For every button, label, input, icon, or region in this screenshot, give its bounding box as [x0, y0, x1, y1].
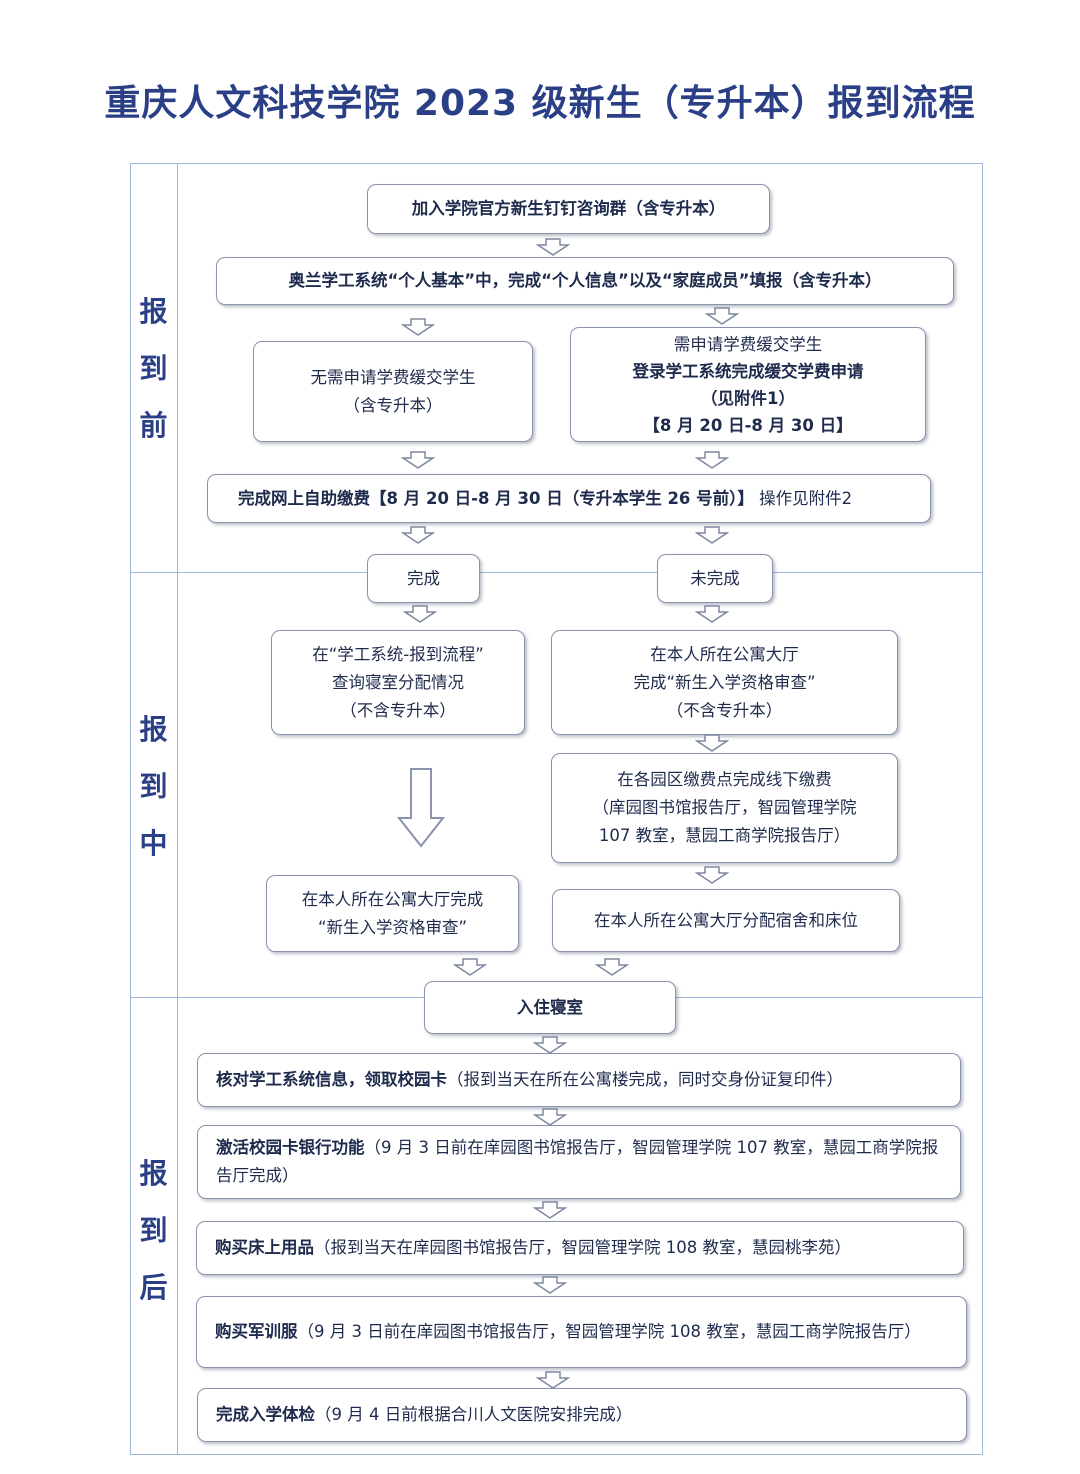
uniform-box: 购买军训服（9 月 3 日前在庠园图书馆报告厅，智园管理学院 108 教室，慧园…	[196, 1296, 967, 1368]
down-arrow-icon	[453, 958, 487, 976]
box-text: 在本人所在公寓大厅	[650, 644, 799, 664]
stage-char: 报	[139, 1157, 168, 1190]
stage-char: 到	[139, 352, 168, 385]
down-arrow-icon	[695, 451, 729, 469]
stage-label-before: 报 到 前	[130, 283, 177, 454]
stage-column-divider	[177, 163, 178, 1455]
box-text: 完成	[407, 568, 440, 588]
down-arrow-icon	[533, 1201, 567, 1219]
stage-char: 后	[139, 1271, 168, 1304]
fill-info-box: 奥兰学工系统“个人基本”中，完成“个人信息”以及“家庭成员”填报（含专升本）	[216, 257, 954, 305]
box-text: （9 月 4 日前根据合川人文医院安排完成）	[315, 1405, 633, 1424]
move-in-box: 入住寝室	[424, 981, 676, 1034]
box-text: 奥兰学工系统“个人基本”中，完成“个人信息”以及“家庭成员”填报（含专升本）	[288, 271, 882, 290]
flowchart-frame	[130, 163, 983, 1455]
box-text-bold: 完成网上自助缴费【8 月 20 日-8 月 30 日（专升本学生 26 号前）】	[238, 488, 754, 508]
box-text-bold: 购买军训服	[215, 1322, 298, 1341]
down-arrow-icon	[595, 958, 629, 976]
box-text: 需申请学费缓交学生	[673, 334, 823, 354]
box-text: 加入学院官方新生钉钉咨询群（含专升本）	[411, 199, 726, 218]
down-arrow-icon	[401, 451, 435, 469]
box-text: 查询寝室分配情况	[332, 672, 464, 692]
stage-char: 中	[139, 827, 168, 860]
box-text: 在本人所在公寓大厅完成	[301, 889, 484, 909]
box-text-bold: 完成入学体检	[216, 1405, 315, 1424]
stage-char: 报	[139, 295, 168, 328]
online-pay-box: 完成网上自助缴费【8 月 20 日-8 月 30 日（专升本学生 26 号前）】…	[207, 474, 931, 523]
box-text: 【8 月 20 日-8 月 30 日】	[643, 415, 853, 435]
down-arrow-icon	[695, 526, 729, 544]
join-group-box: 加入学院官方新生钉钉咨询群（含专升本）	[367, 184, 770, 234]
big-down-arrow-icon	[397, 768, 445, 848]
box-text: （见附件1）	[701, 388, 795, 408]
assign-bed-box: 在本人所在公寓大厅分配宿舍和床位	[552, 889, 900, 952]
box-text: “新生入学资格审查”	[317, 917, 468, 937]
box-text: 在“学工系统-报到流程”	[312, 644, 484, 664]
box-text: （报到当天在所在公寓楼完成，同时交身份证复印件）	[447, 1070, 843, 1089]
down-arrow-icon	[695, 866, 729, 884]
stage-char: 到	[139, 1214, 168, 1247]
down-arrow-icon	[403, 605, 437, 623]
box-text: 操作见附件2	[753, 488, 853, 508]
box-text: 入住寝室	[517, 997, 583, 1017]
box-text: 登录学工系统完成缓交学费申请	[632, 361, 864, 381]
down-arrow-icon	[533, 1276, 567, 1294]
down-arrow-icon	[401, 318, 435, 336]
down-arrow-icon	[533, 1108, 567, 1126]
box-text: 在各园区缴费点完成线下缴费	[617, 770, 832, 789]
campus-card-box: 核对学工系统信息，领取校园卡（报到当天在所在公寓楼完成，同时交身份证复印件）	[197, 1053, 961, 1107]
box-text: （报到当天在庠园图书馆报告厅，智园管理学院 108 教室，慧园桃李苑）	[314, 1238, 851, 1257]
box-text: 107 教室，慧园工商学院报告厅）	[598, 826, 851, 845]
box-text: （不含专升本）	[340, 700, 456, 720]
qualify-left-box: 在本人所在公寓大厅完成 “新生入学资格审查”	[266, 875, 519, 952]
qualify-right-box: 在本人所在公寓大厅 完成“新生入学资格审查” （不含专升本）	[551, 630, 898, 735]
not-done-box: 未完成	[657, 554, 773, 603]
stage-char: 报	[139, 713, 168, 746]
bedding-box: 购买床上用品（报到当天在庠园图书馆报告厅，智园管理学院 108 教室，慧园桃李苑…	[196, 1221, 964, 1275]
box-text-bold: 激活校园卡银行功能	[216, 1138, 365, 1157]
box-text: 未完成	[690, 568, 740, 588]
stage-char: 前	[139, 409, 168, 442]
defer-box: 需申请学费缓交学生 登录学工系统完成缓交学费申请 （见附件1） 【8 月 20 …	[570, 327, 926, 442]
box-text: （不含专升本）	[666, 700, 783, 720]
no-defer-box: 无需申请学费缓交学生 （含专升本）	[253, 341, 533, 442]
offline-pay-box: 在各园区缴费点完成线下缴费 （庠园图书馆报告厅，智园管理学院 107 教室，慧园…	[551, 753, 898, 863]
down-arrow-icon	[695, 605, 729, 623]
box-text-bold: 核对学工系统信息，领取校园卡	[216, 1070, 447, 1089]
down-arrow-icon	[705, 307, 739, 325]
stage-char: 到	[139, 770, 168, 803]
box-text: （含专升本）	[343, 395, 443, 415]
box-text: 完成“新生入学资格审查”	[633, 672, 816, 692]
stage-label-after: 报 到 后	[130, 1145, 177, 1316]
bank-activation-box: 激活校园卡银行功能（9 月 3 日前在庠园图书馆报告厅，智园管理学院 107 教…	[197, 1125, 961, 1199]
box-text: 无需申请学费缓交学生	[310, 367, 476, 387]
down-arrow-icon	[536, 238, 570, 256]
box-text: （庠园图书馆报告厅，智园管理学院	[592, 798, 857, 817]
box-text: （9 月 3 日前在庠园图书馆报告厅，智园管理学院 108 教室，慧园工商学院报…	[297, 1322, 921, 1341]
box-text: （9 月 3 日前在庠园图书馆报告厅，智园管理学院 107 教室，慧园工商学院报…	[216, 1138, 939, 1185]
down-arrow-icon	[401, 526, 435, 544]
page-title: 重庆人文科技学院 2023 级新生（专升本）报到流程	[104, 83, 976, 124]
query-dorm-box: 在“学工系统-报到流程” 查询寝室分配情况 （不含专升本）	[271, 630, 525, 735]
box-text: 在本人所在公寓大厅分配宿舍和床位	[594, 910, 858, 930]
down-arrow-icon	[695, 734, 729, 752]
down-arrow-icon	[533, 1036, 567, 1054]
stage-divider-1	[130, 572, 983, 573]
down-arrow-icon	[536, 1371, 570, 1389]
done-box: 完成	[367, 554, 480, 603]
health-check-box: 完成入学体检（9 月 4 日前根据合川人文医院安排完成）	[197, 1388, 967, 1442]
stage-label-during: 报 到 中	[130, 701, 177, 872]
box-text-bold: 购买床上用品	[215, 1238, 314, 1257]
